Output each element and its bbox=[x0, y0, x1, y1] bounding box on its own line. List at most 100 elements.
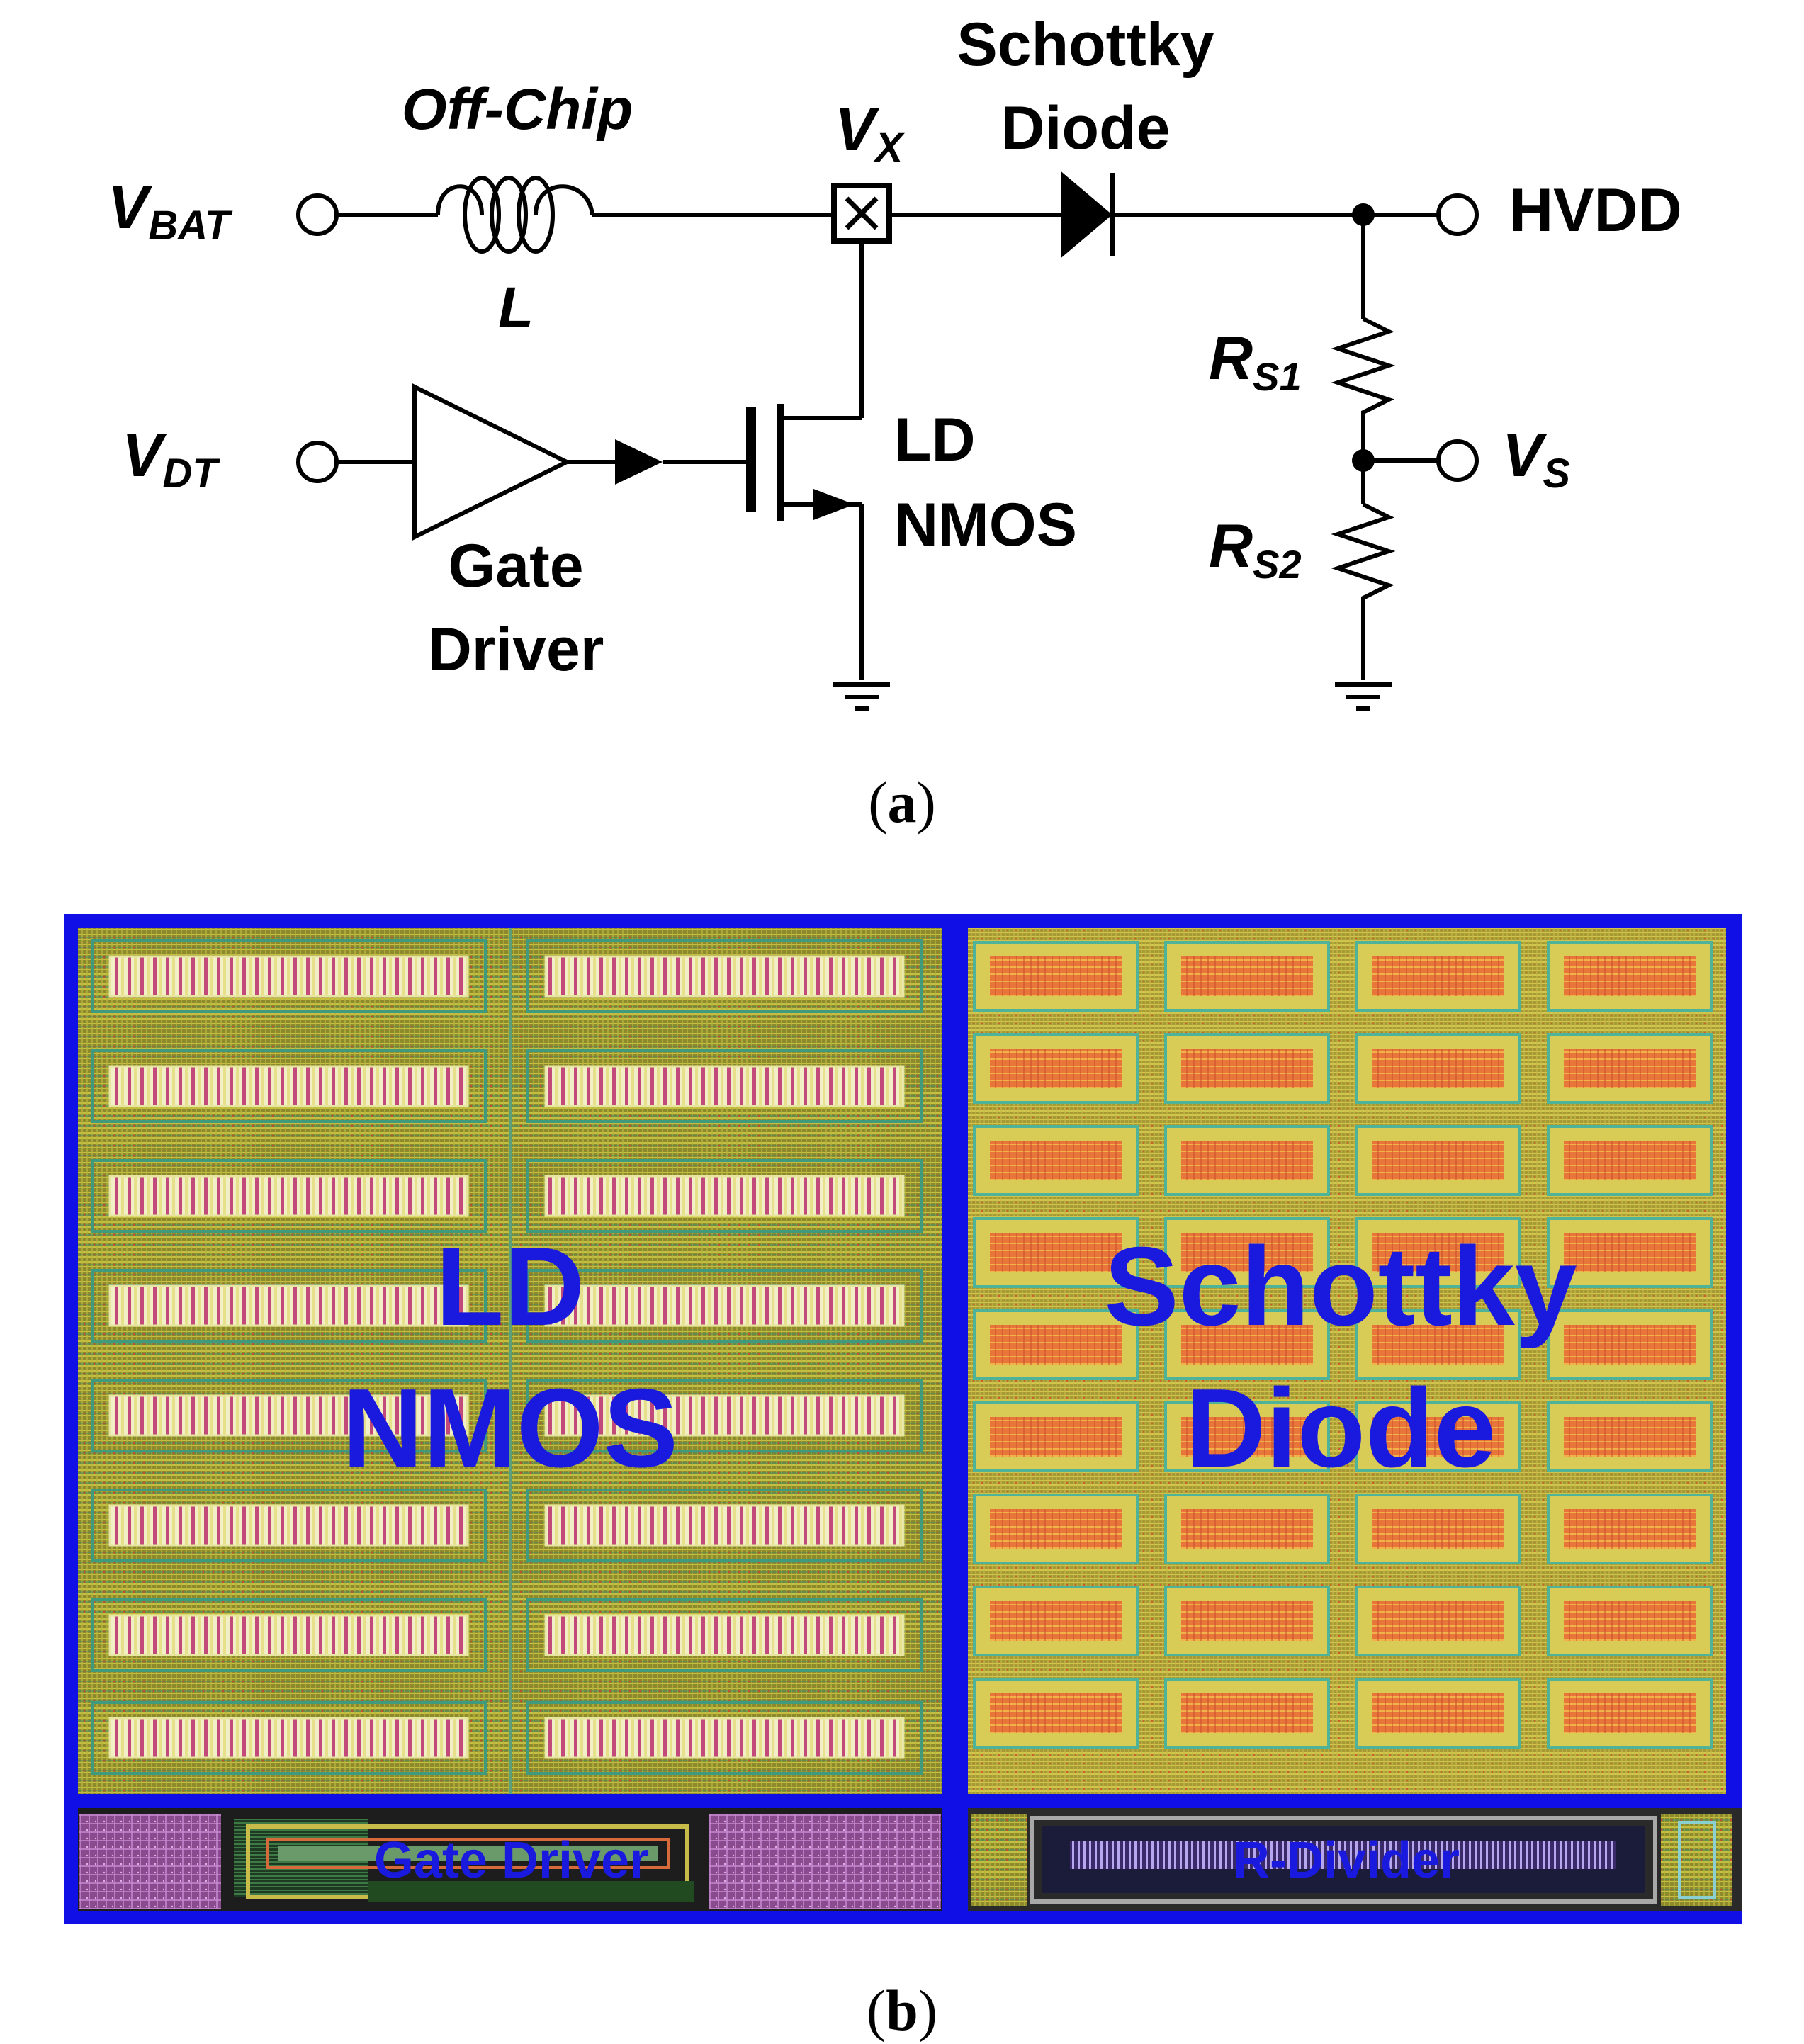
ground-symbol bbox=[833, 682, 890, 711]
vbat-terminal bbox=[296, 193, 339, 236]
schottky-cell bbox=[1372, 1325, 1504, 1365]
schottky-cell-array bbox=[973, 941, 1713, 1749]
schottky-cell bbox=[1564, 956, 1696, 996]
nmos-finger-row bbox=[108, 955, 469, 998]
schottky-cell bbox=[990, 1509, 1122, 1549]
inductor bbox=[436, 176, 594, 254]
hvdd-terminal bbox=[1436, 193, 1479, 236]
schematic bbox=[296, 171, 1479, 711]
schottky-cell bbox=[1181, 1601, 1313, 1641]
schottky-cell bbox=[1181, 1417, 1313, 1457]
hvdd-label: HVDD bbox=[1509, 176, 1682, 244]
nmos-finger-frame bbox=[526, 1489, 923, 1562]
rs1-label-main: R bbox=[1209, 324, 1253, 393]
nmos-finger-frame bbox=[91, 1598, 487, 1672]
schottky-cell bbox=[990, 1049, 1122, 1088]
r-divider-block bbox=[1030, 1816, 1657, 1904]
caption-b: (b) bbox=[867, 1978, 937, 2043]
gate-driver-block bbox=[79, 1814, 221, 1909]
gate-driver-block bbox=[278, 1846, 658, 1861]
frame-divider bbox=[949, 914, 961, 1808]
driver-label-line1: Gate bbox=[448, 532, 583, 600]
rs1-label-sub: S1 bbox=[1253, 354, 1302, 399]
nmos-finger-row bbox=[108, 1284, 469, 1327]
vx-label-main: V bbox=[835, 96, 880, 164]
schottky-cell bbox=[1564, 1417, 1696, 1457]
nmos-finger-row bbox=[108, 1717, 469, 1759]
nmos-finger-frame bbox=[526, 1049, 923, 1123]
nmos-finger-frame bbox=[526, 1701, 923, 1775]
layout-nmos-label-line2: NMOS bbox=[342, 1366, 678, 1491]
layout-r-divider-label: R-Divider bbox=[1233, 1832, 1460, 1889]
gate-driver-block bbox=[266, 1838, 670, 1869]
vs-terminal bbox=[1436, 439, 1479, 482]
schottky-cell bbox=[990, 1325, 1122, 1365]
diode-label-line1: Schottky bbox=[957, 11, 1214, 79]
schottky-cell bbox=[1181, 1141, 1313, 1180]
vs-label-sub: S bbox=[1543, 451, 1570, 497]
nmos-finger-row bbox=[544, 1065, 905, 1107]
vdt-label-main: V bbox=[122, 422, 167, 490]
nmos-finger-row bbox=[108, 1504, 469, 1547]
schottky-cell bbox=[1564, 1693, 1696, 1733]
nmos-finger-row bbox=[544, 1394, 905, 1437]
chip-layout: LD NMOS Schottky Diode Gate Driver R-Div… bbox=[64, 914, 1742, 1924]
schottky-cell bbox=[1564, 1601, 1696, 1641]
schottky-cell bbox=[1181, 1049, 1313, 1088]
svg-text:RS2: RS2 bbox=[1209, 512, 1302, 587]
nmos-label-line1: LD bbox=[894, 406, 976, 474]
vdt-terminal bbox=[296, 441, 339, 483]
nmos-finger-row bbox=[544, 1504, 905, 1547]
schottky-cell bbox=[1181, 956, 1313, 996]
gate-driver-block bbox=[709, 1814, 941, 1909]
svg-text:VBAT: VBAT bbox=[108, 174, 233, 249]
diode-label-line2: Diode bbox=[1001, 94, 1171, 162]
nmos-finger-frame bbox=[91, 1159, 487, 1233]
svg-text:VDT: VDT bbox=[122, 422, 220, 497]
layout-nmos-label-line1: LD bbox=[436, 1224, 585, 1349]
nmos-finger-frame bbox=[526, 1269, 923, 1343]
arrow-head bbox=[615, 439, 663, 485]
r-divider-block bbox=[1661, 1814, 1732, 1906]
schottky-cell bbox=[1564, 1233, 1696, 1272]
rs2-label-sub: S2 bbox=[1253, 542, 1302, 587]
schottky-cell bbox=[1181, 1233, 1313, 1272]
rs2-label-main: R bbox=[1209, 512, 1253, 580]
nmos-finger-row bbox=[108, 1065, 469, 1107]
schottky-cell bbox=[1181, 1693, 1313, 1733]
nmos-finger-row bbox=[108, 1394, 469, 1437]
nmos-finger-frame bbox=[91, 1049, 487, 1123]
nmos-finger-row bbox=[544, 1614, 905, 1656]
r-divider-block bbox=[1678, 1821, 1716, 1899]
schottky-cell bbox=[990, 1141, 1122, 1180]
inductor-label-top: Off-Chip bbox=[402, 77, 633, 142]
svg-text:RS1: RS1 bbox=[1209, 324, 1302, 399]
nmos-finger-frame bbox=[526, 1598, 923, 1672]
svg-text:VS: VS bbox=[1502, 422, 1570, 497]
nmos-finger-row bbox=[108, 1614, 469, 1656]
vx-node bbox=[831, 183, 892, 244]
layout-diode-label-line1: Schottky bbox=[1104, 1224, 1577, 1349]
schottky-cell bbox=[1372, 1601, 1504, 1641]
inductor-label-bottom: L bbox=[498, 276, 534, 340]
schottky-cell bbox=[990, 956, 1122, 996]
vs-label-main: V bbox=[1502, 422, 1548, 490]
schottky-cell bbox=[1181, 1325, 1313, 1365]
nmos-finger-row bbox=[544, 1284, 905, 1327]
nmos-label-line2: NMOS bbox=[894, 491, 1077, 559]
schottky-cell bbox=[990, 1693, 1122, 1733]
layout-diode-label-line2: Diode bbox=[1185, 1366, 1496, 1491]
caption-a: (a) bbox=[868, 770, 936, 835]
nmos-finger-frame bbox=[91, 1701, 487, 1775]
schottky-cell bbox=[1564, 1325, 1696, 1365]
nmos-finger-frame bbox=[91, 1269, 487, 1343]
frame-divider bbox=[64, 1794, 1742, 1808]
schottky-cell bbox=[1372, 1693, 1504, 1733]
nmos-finger-frame bbox=[526, 1379, 923, 1452]
schematic-labels: VBAT VDT VX Off-Chip L Schottky Diode HV… bbox=[108, 11, 1682, 684]
nmos-symbol bbox=[746, 404, 864, 680]
rs1-resistor bbox=[1331, 317, 1396, 461]
schottky-cell bbox=[1372, 956, 1504, 996]
schottky-cell bbox=[1372, 1049, 1504, 1088]
